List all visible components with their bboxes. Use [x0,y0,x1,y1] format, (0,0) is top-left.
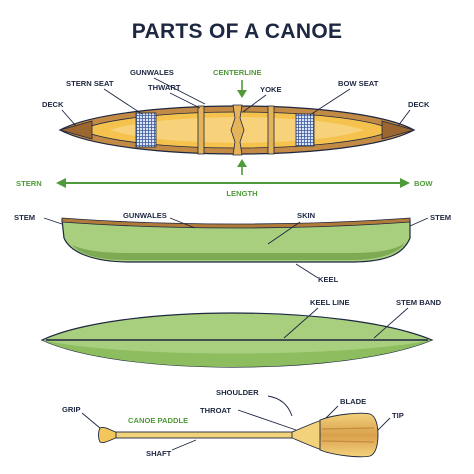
label-stem-right: STEM [430,213,451,222]
label-canoe-paddle: CANOE PADDLE [128,416,188,425]
leader-shoulder [267,395,293,417]
page-title: PARTS OF A CANOE [132,20,343,43]
leader-throat [237,409,297,431]
leader-keel-line [283,307,319,339]
paddle-labels: SHOULDER BLADE THROAT GRIP CANOE PADDLE … [62,388,404,458]
leader-stern-seat [103,88,143,115]
canoe-bottom-view [40,312,434,368]
label-blade: BLADE [340,397,366,406]
leader-keel [295,263,319,279]
label-thwart: THWART [148,83,181,92]
label-keel: KEEL [318,275,339,284]
leader-bow-seat [309,88,351,116]
yoke-shape [230,104,245,156]
paddle-throat-shape [291,419,323,451]
label-stern: STERN [16,179,42,188]
label-deck-left: DECK [42,100,64,109]
leader-deck-left [61,109,77,127]
thwart-right-shape [267,105,275,155]
side-view-labels: STEM GUNWALES SKIN STEM KEEL [14,211,451,284]
centerline-arrows [237,80,247,175]
canoe-bottom-shade [42,340,432,367]
length-arrow-right-head [400,178,410,188]
label-gunwales-top: GUNWALES [130,68,174,77]
leader-blade [325,405,339,419]
label-stem-band: STEM BAND [396,298,442,307]
length-arrow-left-head [56,178,66,188]
leader-stem-right [409,217,429,227]
paddle-blade-shape [319,412,379,458]
paddle [98,412,379,458]
leader-skin [267,221,301,245]
length-axis: STERN BOW LENGTH [16,178,433,198]
label-grip: GRIP [62,405,81,414]
leader-thwart [169,92,201,109]
label-yoke: YOKE [260,85,282,94]
label-gunwales-side: GUNWALES [123,211,167,220]
canoe-side-gunwale [61,217,411,229]
paddle-shaft-shape [115,431,295,439]
leader-tip [377,417,391,431]
label-stem-left: STEM [14,213,35,222]
leader-shaft [171,439,197,451]
label-keel-line: KEEL LINE [310,298,350,307]
label-centerline: CENTERLINE [213,68,262,77]
thwart-left-shape [197,105,205,155]
label-shoulder: SHOULDER [216,388,259,397]
label-skin: SKIN [297,211,315,220]
label-deck-right: DECK [408,100,430,109]
label-bow: BOW [414,179,433,188]
leader-grip [81,412,101,429]
bottom-view-labels: KEEL LINE STEM BAND [283,298,442,339]
canoe-side-view [61,217,411,263]
leader-stem-left [43,217,63,225]
paddle-blade-grain [321,427,375,443]
label-throat: THROAT [200,406,231,415]
stern-seat-shape [135,112,157,148]
leader-stem-band [373,307,409,339]
label-shaft: SHAFT [146,449,172,458]
paddle-grip-shape [98,427,119,443]
label-bow-seat: BOW SEAT [338,79,379,88]
top-view-labels: GUNWALES CENTERLINE STERN SEAT THWART YO… [42,68,430,109]
leader-gunwales-side [169,217,196,229]
label-length: LENGTH [226,189,257,198]
canoe-top-view [58,104,416,156]
top-view-leaders [61,77,411,127]
leader-yoke [242,94,267,113]
leader-deck-right [397,109,411,127]
label-tip: TIP [392,411,404,420]
bow-seat-shape [295,113,315,147]
label-stern-seat: STERN SEAT [66,79,114,88]
canoe-side-shade [72,243,405,260]
leader-gunwales-top [153,77,206,105]
